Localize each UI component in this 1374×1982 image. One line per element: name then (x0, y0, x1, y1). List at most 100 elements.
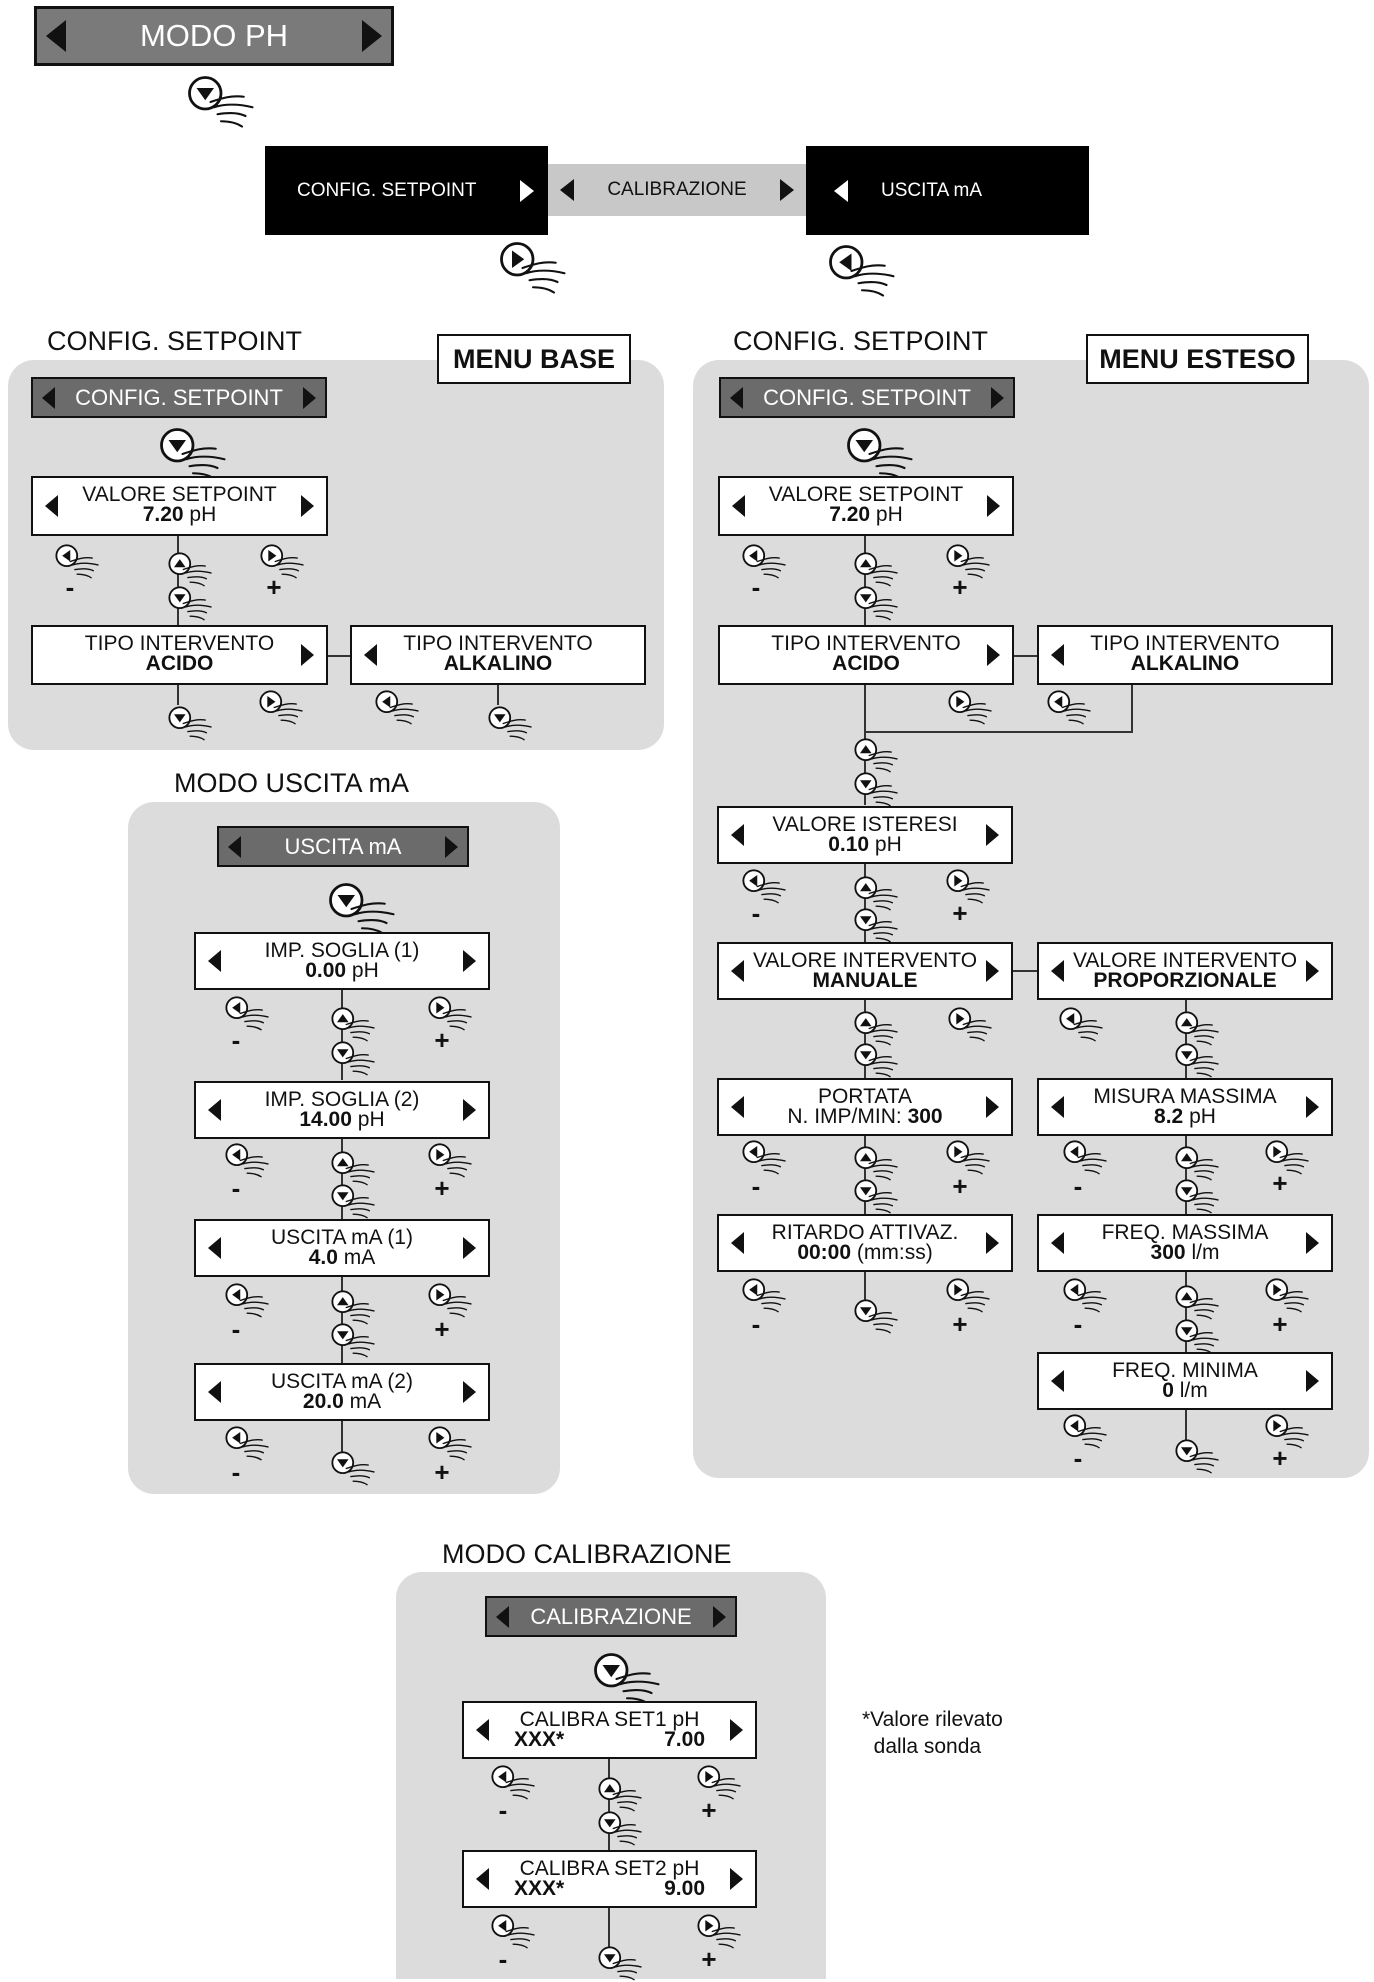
calibra-set2-box[interactable]: CALIBRA SET2 pH XXX*9.00 (462, 1850, 757, 1908)
valore-isteresi-box[interactable]: VALORE ISTERESI 0.10 pH (717, 806, 1013, 864)
press-right-button-icon[interactable] (258, 689, 309, 726)
press-left-button-icon[interactable] (827, 243, 904, 299)
press-down-button-icon[interactable] (327, 881, 404, 937)
press-left-button-icon[interactable] (1046, 689, 1097, 726)
press-right-button-icon[interactable] (947, 689, 998, 726)
misura-massima-box[interactable]: MISURA MASSIMA 8.2 pH (1037, 1078, 1333, 1136)
proporzionale-value-line: PROPORZIONALE (1067, 970, 1303, 992)
press-left-button-icon[interactable] (741, 543, 792, 580)
calibra-set1-box[interactable]: CALIBRA SET1 pH XXX*7.00 (462, 1701, 757, 1759)
press-up-button-icon[interactable] (330, 1289, 381, 1326)
press-left-button-icon[interactable] (374, 689, 425, 726)
press-right-button-icon[interactable] (427, 995, 478, 1032)
uscita-ma-1-box[interactable]: USCITA mA (1) 4.0 mA (194, 1219, 490, 1277)
press-up-button-icon[interactable] (167, 551, 218, 588)
press-down-button-icon[interactable] (186, 74, 263, 130)
press-up-button-icon[interactable] (1174, 1284, 1225, 1321)
plus-sign: + (434, 1025, 450, 1055)
press-down-button-icon[interactable] (853, 1178, 904, 1215)
press-left-button-icon[interactable] (224, 1282, 275, 1319)
press-left-button-icon[interactable] (1062, 1139, 1113, 1176)
base-tipo-alkalino-box[interactable]: TIPO INTERVENTO ALKALINO (350, 625, 646, 685)
base-valore-setpoint-box[interactable]: VALORE SETPOINT 7.20 pH (31, 476, 328, 536)
esteso-tipo-acido-box[interactable]: TIPO INTERVENTO ACIDO (718, 625, 1014, 685)
press-right-button-icon[interactable] (427, 1425, 478, 1462)
press-left-button-icon[interactable] (741, 1139, 792, 1176)
press-up-button-icon[interactable] (853, 737, 904, 774)
press-up-button-icon[interactable] (330, 1006, 381, 1043)
uscita-ma-2-box[interactable]: USCITA mA (2) 20.0 mA (194, 1363, 490, 1421)
press-down-button-icon[interactable] (330, 1450, 381, 1487)
press-left-button-icon[interactable] (224, 995, 275, 1032)
press-right-button-icon[interactable] (945, 543, 996, 580)
press-down-button-icon[interactable] (853, 1298, 904, 1335)
base-tipo-acido-box[interactable]: TIPO INTERVENTO ACIDO (31, 625, 328, 685)
imp-soglia-2-box[interactable]: IMP. SOGLIA (2) 14.00 pH (194, 1081, 490, 1139)
press-right-button-icon[interactable] (498, 240, 575, 296)
press-down-button-icon[interactable] (853, 771, 904, 808)
press-right-button-icon[interactable] (945, 868, 996, 905)
press-up-button-icon[interactable] (853, 551, 904, 588)
valore-intervento-proporzionale-box[interactable]: VALORE INTERVENTO PROPORZIONALE (1037, 942, 1333, 1000)
press-left-button-icon[interactable] (741, 868, 792, 905)
press-down-button-icon[interactable] (167, 585, 218, 622)
portata-box[interactable]: PORTATA N. IMP/MIN: 300 (717, 1078, 1013, 1136)
press-down-button-icon[interactable] (1174, 1042, 1225, 1079)
press-down-button-icon[interactable] (1174, 1318, 1225, 1355)
press-right-button-icon[interactable] (947, 1006, 998, 1043)
press-down-button-icon[interactable] (597, 1810, 648, 1847)
press-down-button-icon[interactable] (1174, 1178, 1225, 1215)
press-down-button-icon[interactable] (158, 426, 235, 482)
press-down-button-icon[interactable] (853, 1042, 904, 1079)
press-up-button-icon[interactable] (1174, 1145, 1225, 1182)
press-up-button-icon[interactable] (853, 1145, 904, 1182)
esteso-tipo-alkalino-box[interactable]: TIPO INTERVENTO ALKALINO (1037, 625, 1333, 685)
press-down-button-icon[interactable] (1174, 1438, 1225, 1475)
press-down-button-icon[interactable] (330, 1040, 381, 1077)
press-right-button-icon[interactable] (427, 1282, 478, 1319)
press-down-button-icon[interactable] (853, 907, 904, 944)
press-up-button-icon[interactable] (853, 1010, 904, 1047)
press-left-button-icon[interactable] (1062, 1413, 1113, 1450)
press-down-button-icon[interactable] (330, 1183, 381, 1220)
press-up-button-icon[interactable] (853, 875, 904, 912)
menu-config-setpoint[interactable]: CONFIG. SETPOINT (265, 146, 548, 235)
press-down-button-icon[interactable] (167, 705, 218, 742)
press-right-button-icon[interactable] (696, 1913, 747, 1950)
press-down-button-icon[interactable] (853, 585, 904, 622)
press-right-button-icon[interactable] (1264, 1413, 1315, 1450)
press-down-button-icon[interactable] (597, 1945, 648, 1982)
press-down-button-icon[interactable] (592, 1651, 669, 1707)
press-up-button-icon[interactable] (1174, 1010, 1225, 1047)
press-left-button-icon[interactable] (224, 1425, 275, 1462)
arrow-left-icon (1051, 1370, 1064, 1392)
press-left-button-icon[interactable] (490, 1764, 541, 1801)
press-left-button-icon[interactable] (1058, 1006, 1109, 1043)
press-right-button-icon[interactable] (945, 1139, 996, 1176)
press-left-button-icon[interactable] (1062, 1277, 1113, 1314)
press-right-button-icon[interactable] (259, 543, 310, 580)
press-left-button-icon[interactable] (224, 1142, 275, 1179)
menu-uscita-ma[interactable]: USCITA mA (806, 146, 1089, 235)
press-right-button-icon[interactable] (1264, 1139, 1315, 1176)
press-right-button-icon[interactable] (427, 1142, 478, 1179)
press-down-button-icon[interactable] (487, 705, 538, 742)
press-up-button-icon[interactable] (597, 1776, 648, 1813)
press-left-button-icon[interactable] (741, 1277, 792, 1314)
press-right-button-icon[interactable] (1264, 1277, 1315, 1314)
press-down-button-icon[interactable] (330, 1322, 381, 1359)
freq-massima-box[interactable]: FREQ. MASSIMA 300 l/m (1037, 1214, 1333, 1272)
press-left-button-icon[interactable] (490, 1913, 541, 1950)
press-right-button-icon[interactable] (945, 1277, 996, 1314)
freq-minima-box[interactable]: FREQ. MINIMA 0 l/m (1037, 1352, 1333, 1410)
press-down-button-icon[interactable] (845, 426, 922, 482)
press-up-button-icon[interactable] (330, 1150, 381, 1187)
esteso-valore-setpoint-box[interactable]: VALORE SETPOINT 7.20 pH (718, 476, 1014, 536)
imp-soglia-1-box[interactable]: IMP. SOGLIA (1) 0.00 pH (194, 932, 490, 990)
press-left-button-icon[interactable] (54, 543, 105, 580)
press-right-button-icon[interactable] (696, 1764, 747, 1801)
valore-intervento-manuale-box[interactable]: VALORE INTERVENTO MANUALE (717, 942, 1013, 1000)
menu-calibrazione[interactable]: CALIBRAZIONE (548, 164, 806, 216)
ritardo-attivaz-box[interactable]: RITARDO ATTIVAZ. 00:00 (mm:ss) (717, 1214, 1013, 1272)
minus-sign: - (1073, 1309, 1083, 1339)
